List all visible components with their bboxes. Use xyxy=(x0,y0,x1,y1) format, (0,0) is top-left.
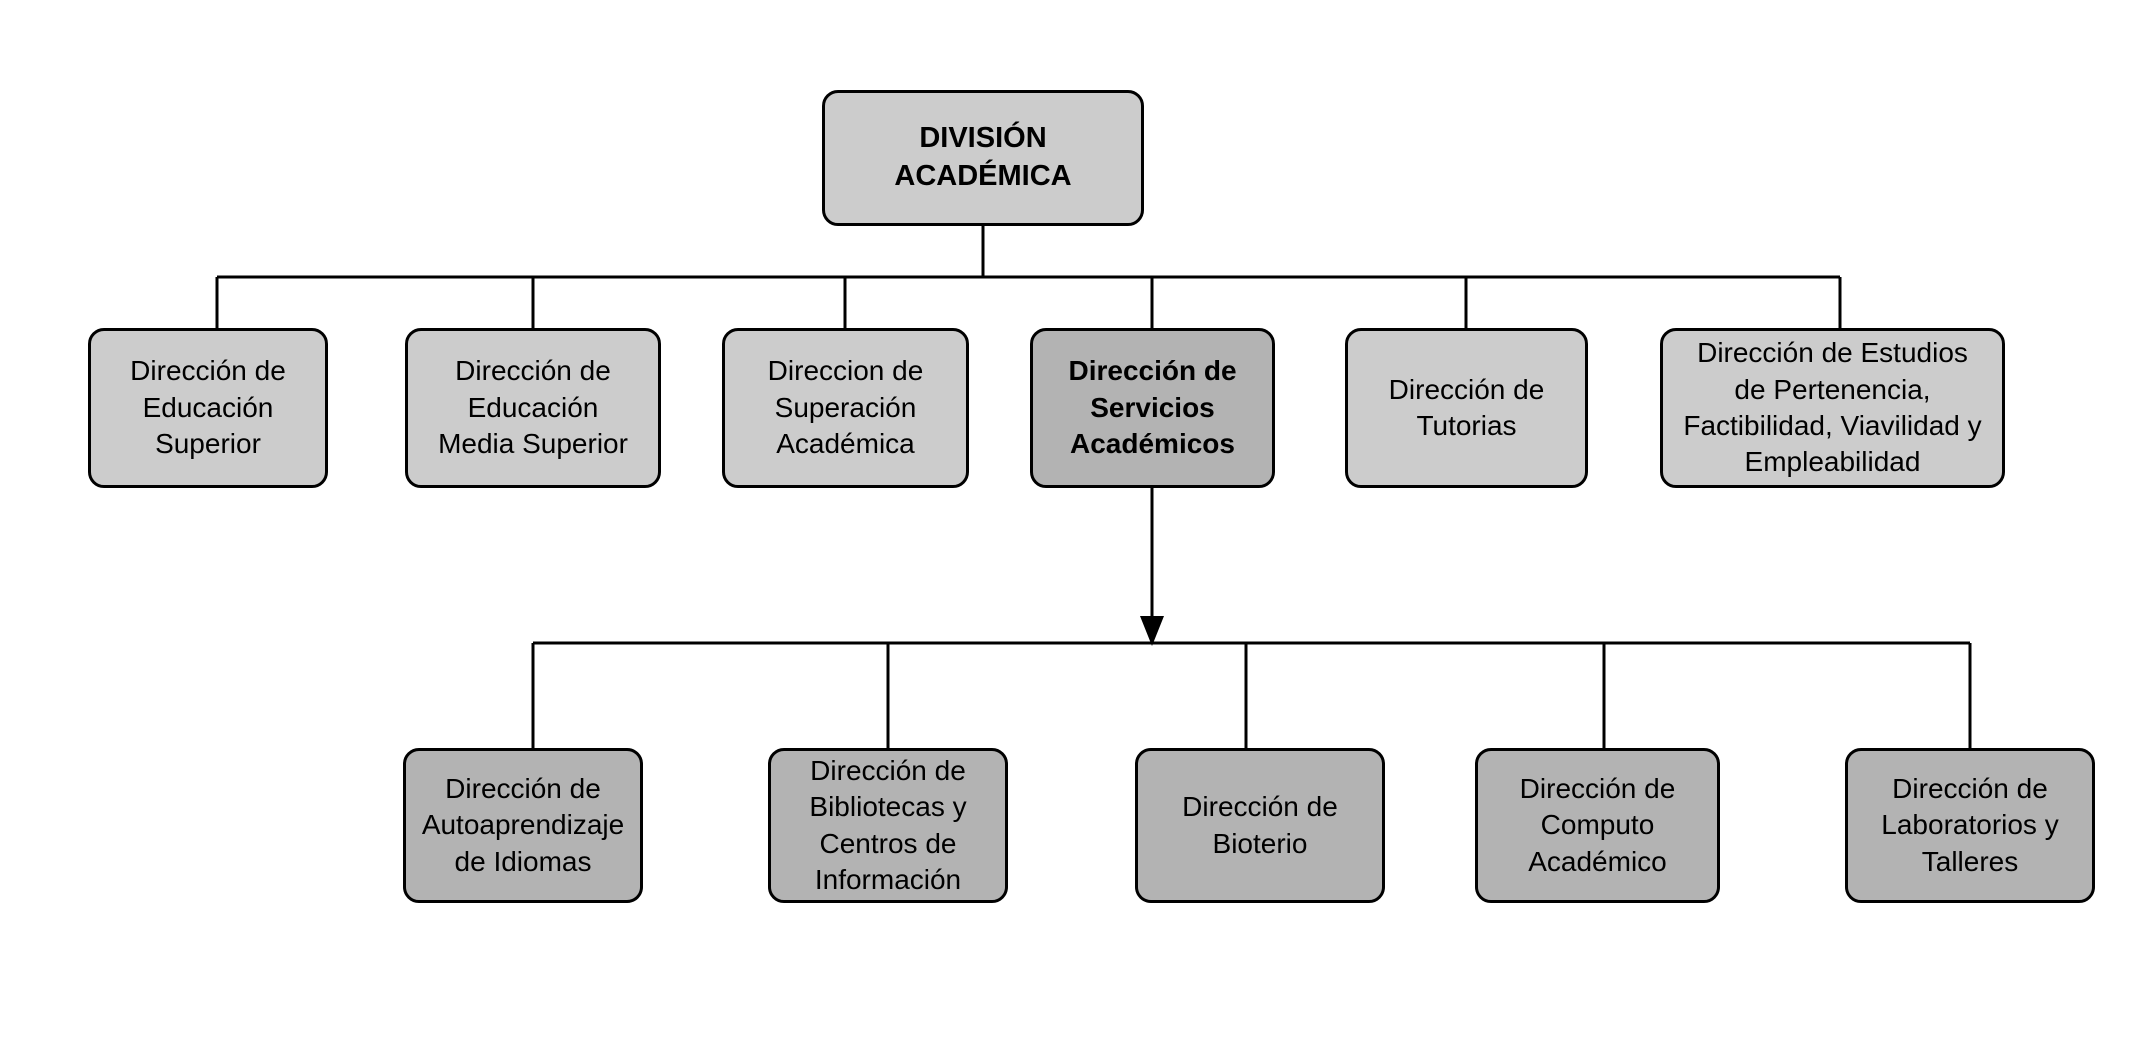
org-node-computo-academico[interactable]: Dirección de Computo Académico xyxy=(1475,748,1720,903)
org-node-label: Dirección de Laboratorios y Talleres xyxy=(1881,772,2059,877)
org-node-label: Dirección de Bioterio xyxy=(1182,791,1338,859)
org-node-label: Dirección de Estudios de Pertenencia, Fa… xyxy=(1683,337,1982,478)
org-node-label: Dirección de Educación Superior xyxy=(130,355,286,460)
org-node-educacion-superior[interactable]: Dirección de Educación Superior xyxy=(88,328,328,488)
org-node-servicios-academicos[interactable]: Dirección de Servicios Académicos xyxy=(1030,328,1275,488)
org-node-superacion-academica[interactable]: Direccion de Superación Académica xyxy=(722,328,969,488)
org-node-label: Dirección de Autoaprendizaje de Idiomas xyxy=(421,772,625,877)
org-node-educacion-media-superior[interactable]: Dirección de Educación Media Superior xyxy=(405,328,661,488)
org-node-label: DIVISIÓN ACADÉMICA xyxy=(894,122,1072,192)
org-node-estudios-pertenencia[interactable]: Dirección de Estudios de Pertenencia, Fa… xyxy=(1660,328,2005,488)
org-node-label: Dirección de Educación Media Superior xyxy=(438,355,628,460)
org-node-label: Dirección de Servicios Académicos xyxy=(1068,355,1237,460)
connector-lines xyxy=(215,226,1972,748)
org-node-tutorias[interactable]: Dirección de Tutorias xyxy=(1345,328,1588,488)
org-node-bibliotecas-centros-informacion[interactable]: Dirección de Bibliotecas y Centros de In… xyxy=(768,748,1008,903)
org-node-label: Dirección de Computo Académico xyxy=(1519,772,1676,877)
org-node-label: Direccion de Superación Académica xyxy=(767,355,924,460)
org-node-laboratorios-talleres[interactable]: Dirección de Laboratorios y Talleres xyxy=(1845,748,2095,903)
org-node-autoaprendizaje-idiomas[interactable]: Dirección de Autoaprendizaje de Idiomas xyxy=(403,748,643,903)
org-node-division-academica[interactable]: DIVISIÓN ACADÉMICA xyxy=(822,90,1144,226)
org-node-bioterio[interactable]: Dirección de Bioterio xyxy=(1135,748,1385,903)
org-node-label: Dirección de Tutorias xyxy=(1388,373,1545,441)
org-node-label: Dirección de Bibliotecas y Centros de In… xyxy=(809,754,967,895)
